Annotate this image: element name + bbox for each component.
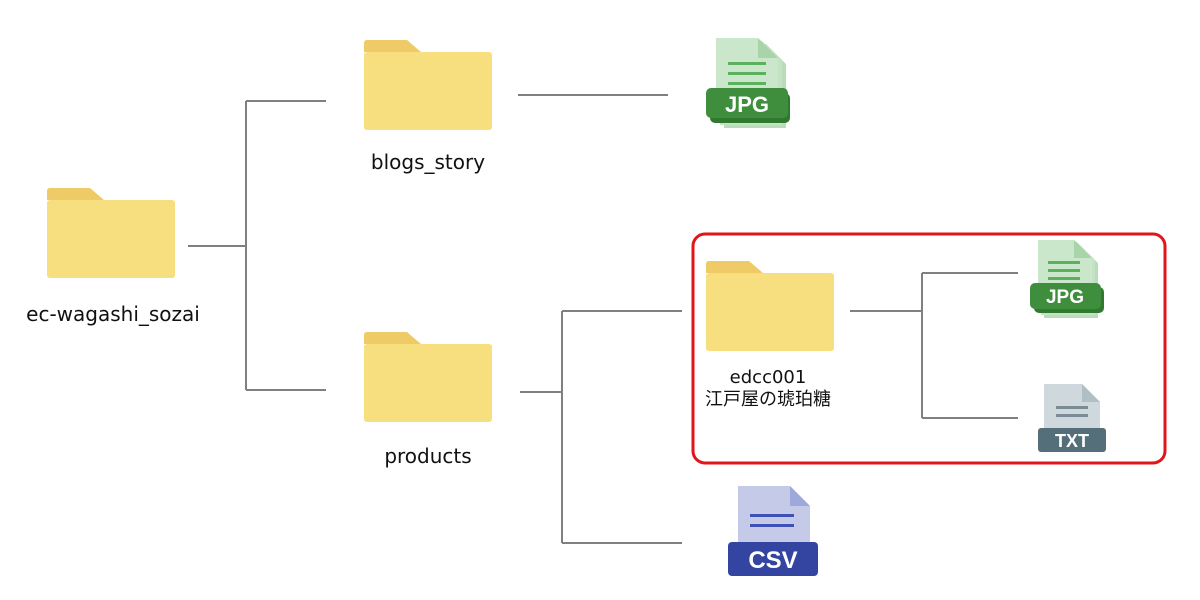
folder-icon[interactable] — [47, 188, 175, 278]
jpg-file-icon[interactable]: JPG — [706, 38, 790, 128]
txt-file-icon[interactable]: TXT — [1038, 384, 1106, 452]
jpg-badge-label: JPG — [725, 92, 769, 117]
edcc001-label-line1: edcc001 — [729, 367, 807, 388]
jpg-badge-label: JPG — [1046, 287, 1084, 308]
folder-icon[interactable] — [706, 261, 834, 351]
edcc001-folder-label: edcc001 江戸屋の琥珀糖 — [680, 367, 856, 411]
connector-lines — [188, 94, 1018, 544]
root-folder-label: ec-wagashi_sozai — [26, 302, 200, 326]
blogs-story-folder-label: blogs_story — [370, 150, 486, 174]
highlight-box — [691, 232, 1167, 465]
folder-icon[interactable] — [364, 40, 492, 130]
jpg-file-icon[interactable]: JPG — [1030, 240, 1104, 318]
csv-file-icon[interactable]: CSV — [728, 486, 818, 576]
products-folder-label: products — [384, 444, 472, 468]
edcc001-label-line2: 江戸屋の琥珀糖 — [705, 389, 831, 410]
txt-badge-label: TXT — [1055, 431, 1089, 451]
csv-badge-label: CSV — [748, 547, 797, 574]
folder-icon[interactable] — [364, 332, 492, 422]
